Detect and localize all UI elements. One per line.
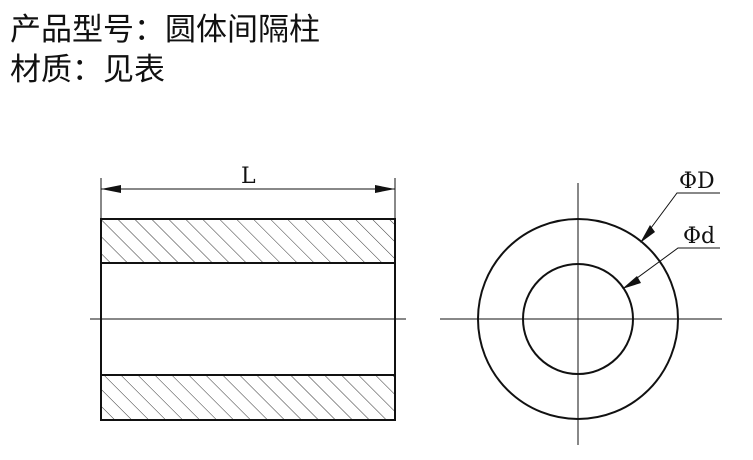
top-wall-section (101, 219, 395, 263)
material-value: 见表 (103, 52, 165, 88)
inner-diameter-label: Φd (683, 224, 715, 249)
product-model-label: 产品型号： (10, 12, 165, 48)
end-view (440, 183, 722, 445)
arrowhead-right (375, 185, 395, 193)
arrowhead-left (101, 185, 121, 193)
outer-diameter-label: ΦD (679, 169, 715, 194)
material-row: 材质：见表 (10, 50, 320, 90)
product-model-value: 圆体间隔柱 (165, 12, 320, 48)
inner-diameter-leader (632, 247, 720, 282)
outer-diameter-arrowhead (640, 225, 655, 243)
product-model-row: 产品型号：圆体间隔柱 (10, 10, 320, 50)
outer-diameter-leader (647, 192, 720, 233)
spec-header: 产品型号：圆体间隔柱 材质：见表 (10, 10, 320, 90)
inner-diameter-arrowhead (622, 276, 641, 289)
side-section-view (90, 178, 406, 421)
length-label: L (241, 164, 256, 189)
bottom-wall-section (101, 375, 395, 420)
material-label: 材质： (10, 52, 103, 88)
